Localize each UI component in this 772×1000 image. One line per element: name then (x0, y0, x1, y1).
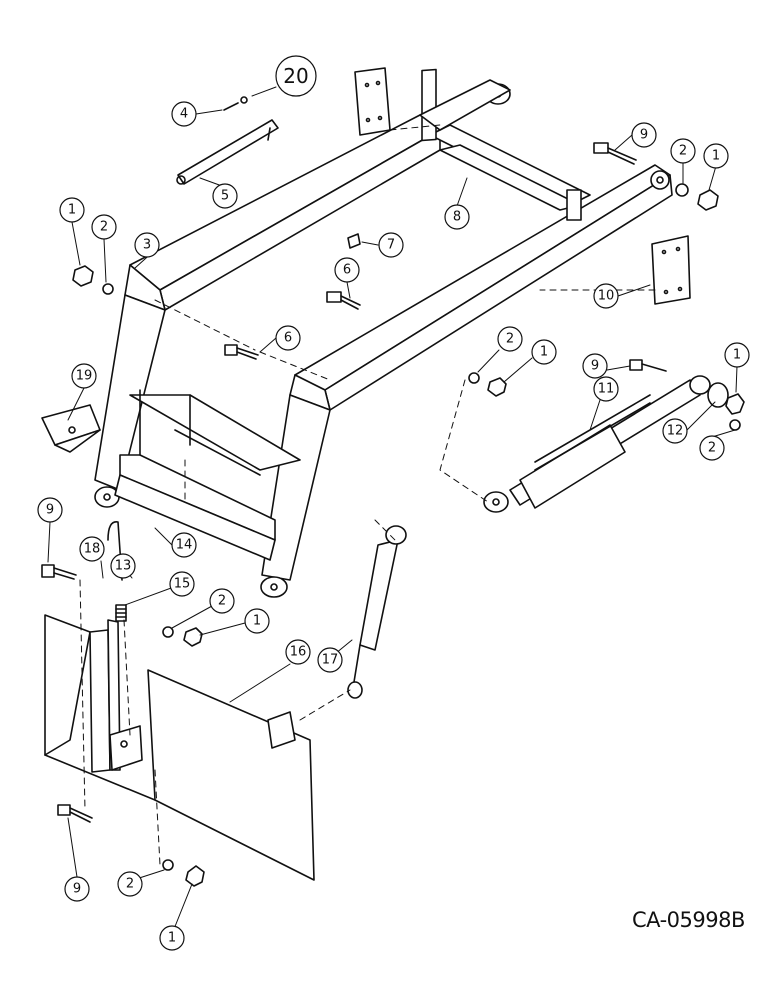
callout-10: 10 (598, 289, 615, 304)
bolt-6-center (326, 291, 361, 310)
callout-17: 17 (322, 653, 339, 668)
nuts-middle (468, 372, 507, 397)
callout-circles (37, 55, 750, 951)
mount-plate-top (354, 67, 391, 136)
callout-1: 1 (712, 149, 720, 164)
callout-9: 9 (640, 128, 648, 143)
callout-2: 2 (218, 594, 226, 609)
callout-15: 15 (174, 577, 191, 592)
rod-5 (176, 119, 279, 185)
washer-nut-2-1 (162, 626, 203, 647)
callout-5: 5 (221, 189, 229, 204)
callout-2: 2 (126, 877, 134, 892)
cylinder-17 (347, 525, 407, 699)
right-boom-arm (260, 164, 673, 598)
nuts-right-top (675, 183, 719, 211)
callout-18: 18 (84, 542, 101, 557)
drawing-code-label: CA-05998B (632, 908, 745, 932)
callout-9: 9 (46, 503, 54, 518)
callout-14: 14 (176, 538, 193, 553)
callout-9: 9 (73, 882, 81, 897)
callout-2: 2 (679, 144, 687, 159)
callout-4: 4 (180, 107, 188, 122)
handle-13 (107, 521, 123, 581)
bucket-16 (44, 614, 315, 881)
bolt-9-bottom (57, 804, 93, 823)
callout-1: 1 (540, 345, 548, 360)
callout-2: 2 (100, 220, 108, 235)
callout-8: 8 (453, 210, 461, 225)
front-crossmember (114, 389, 301, 561)
callout-6: 6 (284, 331, 292, 346)
spring-15 (115, 604, 127, 622)
callout-2: 2 (506, 332, 514, 347)
callout-1: 1 (168, 931, 176, 946)
plate-19 (41, 404, 101, 453)
callout-1: 1 (68, 203, 76, 218)
bolt-6-left (224, 344, 259, 360)
callout-16: 16 (290, 645, 307, 660)
nuts-bottom (162, 859, 205, 887)
callout-19: 19 (76, 369, 93, 384)
callout-1: 1 (253, 614, 261, 629)
callout-6: 6 (343, 263, 351, 278)
callout-20: 20 (283, 64, 308, 88)
callout-3: 3 (143, 238, 151, 253)
pin-4 (223, 96, 248, 111)
callout-12: 12 (667, 424, 684, 439)
callout-1: 1 (733, 348, 741, 363)
clip-7 (347, 233, 361, 249)
mount-plate-10 (651, 235, 691, 305)
callout-2: 2 (708, 441, 716, 456)
callout-9: 9 (591, 359, 599, 374)
left-boom-arm (94, 114, 441, 508)
callout-13: 13 (115, 559, 132, 574)
bolt-9-top (593, 142, 637, 165)
bolt-9-left (41, 564, 77, 580)
leader-lines (47, 86, 738, 935)
rear-crossbar (419, 68, 591, 221)
callout-7: 7 (387, 238, 395, 253)
nuts-left (72, 265, 114, 295)
callout-11: 11 (598, 382, 615, 397)
